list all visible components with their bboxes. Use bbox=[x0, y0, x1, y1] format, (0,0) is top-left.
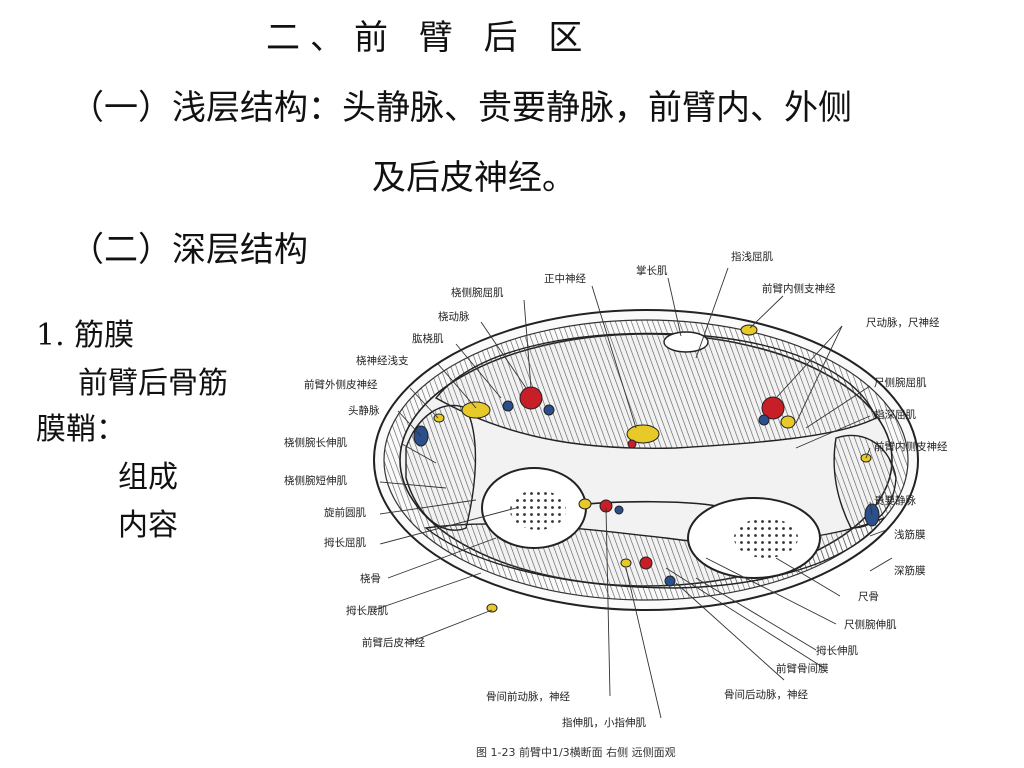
label-radius: 桡骨 bbox=[360, 572, 381, 585]
label-pronator-teres: 旋前圆肌 bbox=[324, 506, 366, 519]
label-palmaris-longus: 掌长肌 bbox=[636, 264, 668, 277]
label-interosseous-membrane: 前臂骨间膜 bbox=[776, 662, 829, 675]
ulnar-flexor-group bbox=[833, 434, 897, 529]
label-fcr: 桡侧腕屈肌 bbox=[451, 286, 504, 299]
ulnar-artery bbox=[761, 396, 785, 420]
posterior-cutaneous-nerve bbox=[486, 603, 498, 613]
anterior-interosseous-vein bbox=[614, 505, 624, 515]
radius-marrow bbox=[510, 490, 566, 530]
label-deep-fascia: 深筋膜 bbox=[894, 564, 926, 577]
outline-item-sheath: 前臂后骨筋 bbox=[78, 366, 228, 401]
posterior-interosseous-vein bbox=[664, 575, 676, 587]
medial-cutaneous-nerve bbox=[740, 324, 758, 336]
label-anterior-interosseous: 骨间前动脉，神经 bbox=[486, 690, 570, 703]
anterior-interosseous-nerve bbox=[578, 498, 592, 510]
label-fcu: 尺侧腕屈肌 bbox=[874, 376, 927, 389]
label-fpl: 拇长屈肌 bbox=[324, 536, 366, 549]
label-ecrl: 桡侧腕长伸肌 bbox=[284, 436, 347, 449]
label-extensor-digitorum: 指伸肌，小指伸肌 bbox=[562, 716, 646, 729]
radial-vein bbox=[502, 400, 514, 412]
label-radial-artery: 桡动脉 bbox=[438, 310, 470, 323]
label-posterior-interosseous: 骨间后动脉，神经 bbox=[724, 688, 808, 701]
posterior-interosseous-artery bbox=[639, 556, 653, 570]
label-ecrb: 桡侧腕短伸肌 bbox=[284, 474, 347, 487]
label-medial-cutaneous-nerve: 前臂内侧皮神经 bbox=[874, 440, 948, 453]
label-cephalic-vein: 头静脉 bbox=[348, 404, 380, 417]
label-basilic-vein: 贵要静脉 bbox=[874, 494, 916, 507]
label-fds: 指浅屈肌 bbox=[731, 250, 773, 263]
label-lateral-cutaneous-nerve: 前臂外侧皮神经 bbox=[304, 378, 378, 391]
slide-title: 二、前 臂 后 区 bbox=[266, 18, 593, 58]
figure-caption: 图 1-23 前臂中1/3横断面 右侧 远侧面观 bbox=[476, 745, 676, 759]
outline-item-composition: 组成 bbox=[118, 460, 178, 495]
label-superficial-radial-nerve: 桡神经浅支 bbox=[356, 354, 409, 367]
label-ulnar-artery-nerve: 尺动脉，尺神经 bbox=[866, 316, 940, 329]
label-fdp: 指深屈肌 bbox=[874, 408, 916, 421]
deep-structure-heading: （二）深层结构 bbox=[70, 230, 308, 270]
outline-item-sheath-cont: 膜鞘： bbox=[36, 412, 126, 447]
superficial-structure-line-cont: 及后皮神经。 bbox=[372, 158, 576, 198]
leader-lines bbox=[373, 267, 893, 719]
label-ulna: 尺骨 bbox=[858, 591, 879, 603]
superficial-radial-nerve bbox=[461, 401, 491, 419]
outline-item-fascia: 1. 筋膜 bbox=[36, 318, 135, 353]
label-epl: 拇长伸肌 bbox=[816, 644, 858, 657]
forearm-cross-section-figure: 指浅屈肌 正中神经 掌长肌 桡侧腕屈肌 前臂内侧支神经 桡动脉 肱桡肌 尺动脉，… bbox=[284, 250, 948, 759]
radial-artery bbox=[519, 386, 543, 410]
label-superficial-fascia: 浅筋膜 bbox=[894, 528, 926, 541]
outline-item-contents: 内容 bbox=[118, 508, 178, 543]
label-median-nerve: 正中神经 bbox=[544, 272, 586, 285]
label-ecu: 尺侧腕伸肌 bbox=[844, 618, 897, 631]
median-nerve bbox=[626, 424, 660, 444]
ulnar-vein bbox=[758, 414, 770, 426]
label-posterior-cutaneous-nerve: 前臂后皮神经 bbox=[362, 636, 425, 649]
posterior-interosseous-nerve bbox=[620, 558, 632, 568]
palmaris-longus-tendon bbox=[663, 331, 709, 353]
label-apl: 拇长展肌 bbox=[346, 604, 388, 617]
ulna-marrow bbox=[734, 518, 798, 558]
superficial-structure-line: （一）浅层结构：头静脉、贵要静脉，前臂内、外侧 bbox=[70, 88, 852, 128]
radial-vein-2 bbox=[543, 404, 555, 416]
median-artery bbox=[627, 439, 637, 449]
ulnar-nerve bbox=[780, 415, 796, 429]
label-medial-nerve: 前臂内侧支神经 bbox=[762, 282, 836, 295]
label-brachioradialis: 肱桡肌 bbox=[412, 332, 444, 345]
